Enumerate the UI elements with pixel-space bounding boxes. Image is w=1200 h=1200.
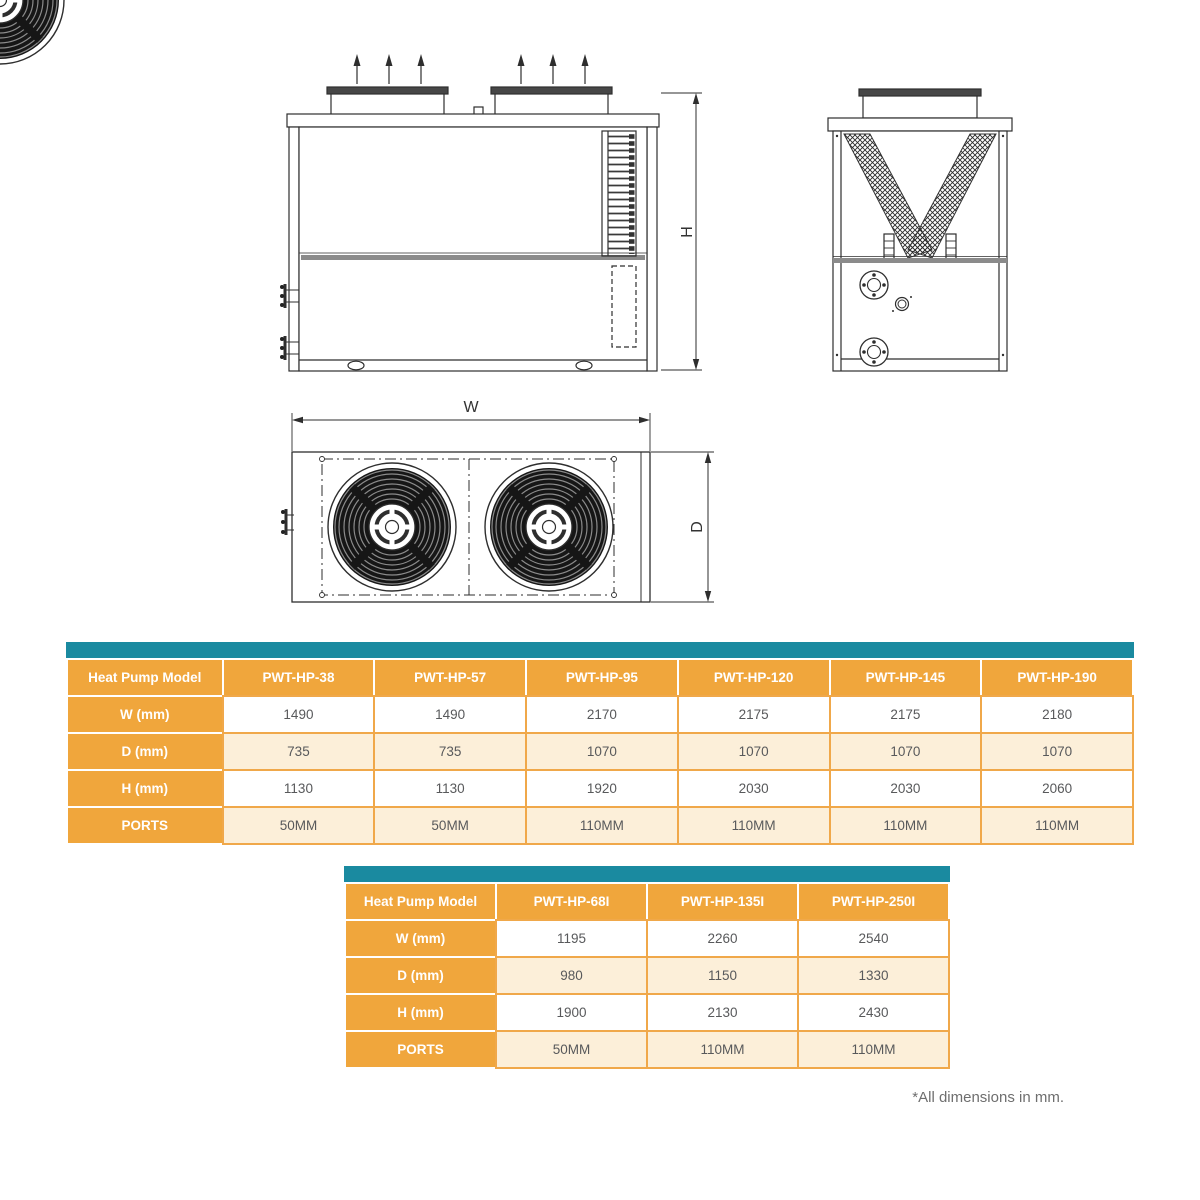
dimension-width: W	[291, 399, 651, 451]
table-row: H (mm) 1900 2130 2430	[346, 995, 948, 1030]
dimension-h-label: H	[679, 226, 696, 238]
table-header-row: Heat Pump Model PWT-HP-38 PWT-HP-57 PWT-…	[68, 660, 1132, 695]
divider-panel	[833, 256, 1007, 263]
side-view	[827, 88, 1013, 372]
spec-table: Heat Pump Model PWT-HP-68I PWT-HP-135I P…	[344, 882, 950, 1069]
table-row-label: PORTS	[346, 1032, 495, 1067]
front-view: H	[280, 54, 702, 372]
teal-accent-bar	[344, 866, 950, 882]
table-header-row: Heat Pump Model PWT-HP-68I PWT-HP-135I P…	[346, 884, 948, 919]
table-header-col: PWT-HP-38	[223, 660, 374, 695]
table-row-label: D (mm)	[68, 734, 222, 769]
table-row: H (mm) 1130 1130 1920 2030 2030 2060	[68, 771, 1132, 806]
table-cell: 2175	[678, 697, 829, 732]
table-cell: 1920	[527, 771, 677, 806]
table-cell: 735	[223, 734, 374, 769]
table-cell: 1900	[497, 995, 646, 1030]
table-cell: 2430	[799, 995, 948, 1030]
table-cell: 50MM	[223, 808, 374, 843]
table-cell: 2180	[982, 697, 1132, 732]
table-cell: 1130	[375, 771, 526, 806]
airflow-arrows-icon	[353, 54, 589, 84]
table-row: W (mm) 1195 2260 2540	[346, 921, 948, 956]
table-row: PORTS 50MM 50MM 110MM 110MM 110MM 110MM	[68, 808, 1132, 843]
table-cell: 2175	[830, 697, 981, 732]
table-row-label: H (mm)	[68, 771, 222, 806]
dimension-height: H	[661, 92, 702, 371]
pipe-connection-stub-icon	[280, 284, 299, 360]
table-row-label: W (mm)	[346, 921, 495, 956]
table-cell: 110MM	[830, 808, 981, 843]
table-cell: 1490	[375, 697, 526, 732]
table-cell: 110MM	[799, 1032, 948, 1067]
table-cell: 1195	[497, 921, 646, 956]
table-cell: 1070	[678, 734, 829, 769]
dimension-d-label: D	[689, 521, 706, 533]
table-cell: 2030	[830, 771, 981, 806]
dimensions-note: *All dimensions in mm.	[912, 1089, 1064, 1106]
table-cell: 2260	[648, 921, 797, 956]
table-cell: 110MM	[982, 808, 1132, 843]
table-header-col: PWT-HP-57	[375, 660, 526, 695]
table-header-col: PWT-HP-120	[678, 660, 829, 695]
table-cell: 50MM	[497, 1032, 646, 1067]
table-cell: 2130	[648, 995, 797, 1030]
table-row: D (mm) 980 1150 1330	[346, 958, 948, 993]
table-header-model: Heat Pump Model	[68, 660, 222, 695]
table-row: W (mm) 1490 1490 2170 2175 2175 2180	[68, 697, 1132, 732]
spec-table-secondary: Heat Pump Model PWT-HP-68I PWT-HP-135I P…	[344, 866, 950, 1069]
fan-grille-icon	[0, 0, 65, 65]
table-header-col: PWT-HP-145	[830, 660, 981, 695]
table-cell: 1490	[223, 697, 374, 732]
table-row-label: D (mm)	[346, 958, 495, 993]
technical-drawing: H	[0, 0, 1013, 603]
table-cell: 1070	[982, 734, 1132, 769]
spec-table: Heat Pump Model PWT-HP-38 PWT-HP-57 PWT-…	[66, 658, 1134, 845]
corner-screws	[835, 134, 1005, 357]
table-cell: 1330	[799, 958, 948, 993]
table-header-model: Heat Pump Model	[346, 884, 495, 919]
fan-shroud	[858, 88, 982, 119]
table-cell: 110MM	[648, 1032, 797, 1067]
cabinet-front	[286, 113, 660, 372]
v-coil-icon	[843, 133, 997, 261]
table-row-label: W (mm)	[68, 697, 222, 732]
table-row-label: H (mm)	[346, 995, 495, 1030]
table-cell: 2030	[678, 771, 829, 806]
teal-accent-bar	[66, 642, 1134, 658]
table-cell: 1150	[648, 958, 797, 993]
spec-table-primary: Heat Pump Model PWT-HP-38 PWT-HP-57 PWT-…	[66, 642, 1134, 845]
dimension-w-label: W	[463, 399, 479, 416]
table-row: PORTS 50MM 110MM 110MM	[346, 1032, 948, 1067]
table-cell: 1130	[223, 771, 374, 806]
table-cell: 110MM	[527, 808, 677, 843]
table-header-col: PWT-HP-250I	[799, 884, 948, 919]
small-port-icon	[892, 296, 912, 312]
coil-grille-icon	[601, 130, 637, 257]
table-cell: 2060	[982, 771, 1132, 806]
table-cell: 110MM	[678, 808, 829, 843]
table-header-col: PWT-HP-95	[527, 660, 677, 695]
table-header-col: PWT-HP-135I	[648, 884, 797, 919]
flange-icon	[859, 270, 889, 367]
table-cell: 735	[375, 734, 526, 769]
table-row-label: PORTS	[68, 808, 222, 843]
table-cell: 1070	[527, 734, 677, 769]
pipe-connection-stub-icon	[281, 509, 294, 535]
table-cell: 50MM	[375, 808, 526, 843]
dimension-depth: D	[651, 451, 714, 603]
table-header-col: PWT-HP-190	[982, 660, 1132, 695]
table-cell: 1070	[830, 734, 981, 769]
fan-shroud	[326, 86, 613, 116]
table-header-col: PWT-HP-68I	[497, 884, 646, 919]
table-cell: 2170	[527, 697, 677, 732]
table-row: D (mm) 735 735 1070 1070 1070 1070	[68, 734, 1132, 769]
table-cell: 980	[497, 958, 646, 993]
table-cell: 2540	[799, 921, 948, 956]
